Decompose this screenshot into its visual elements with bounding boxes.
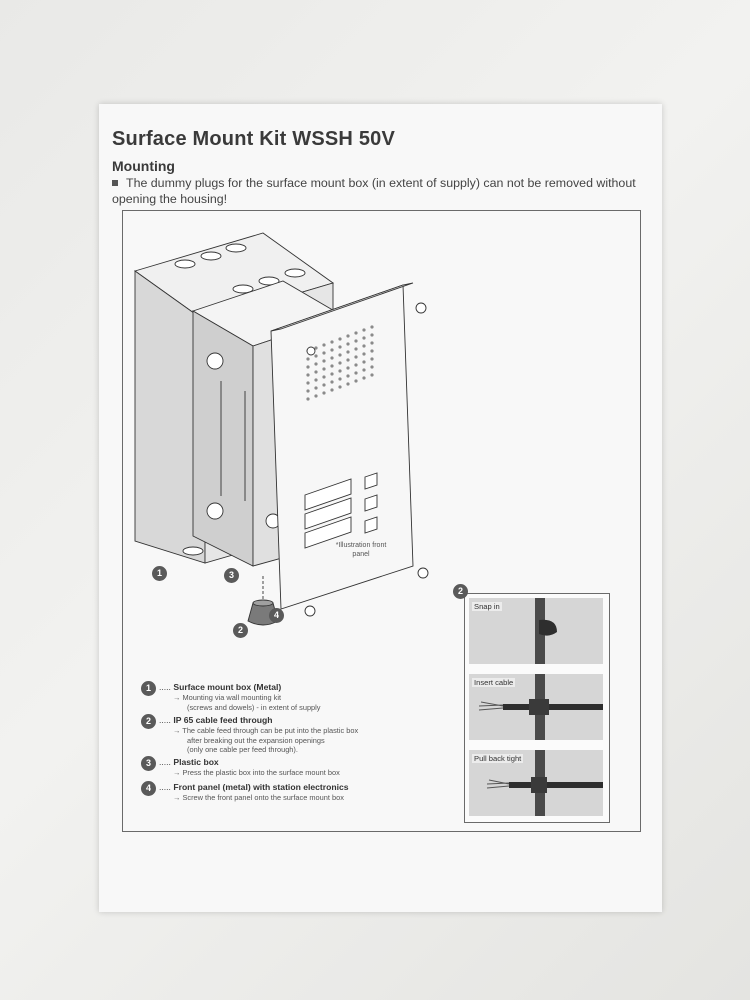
step-label: Snap in [472,602,502,611]
legend-title: ..... Front panel (metal) with station e… [159,782,349,792]
legend-number: 3 [141,756,156,771]
warning-note-text: The dummy plugs for the surface mount bo… [112,176,636,206]
exploded-assembly-drawing [133,232,429,626]
snap-in-photo: Snap in [469,598,603,664]
section-heading: Mounting [112,158,175,174]
legend-detail: after breaking out the expansion opening… [187,735,325,745]
cable-feed-inset: 2 Snap in Insert cable [453,584,610,823]
manual-page: Surface Mount Kit WSSH 50V Mounting The … [99,104,662,912]
legend-detail: → Screw the front panel onto the surface… [173,793,344,802]
step-label: Pull back tight [472,754,524,763]
legend-detail: → The cable feed through can be put into… [173,726,359,735]
callout-4: 4 [269,608,284,623]
callout-3: 3 [224,568,239,583]
callout-2: 2 [233,623,248,638]
legend-detail: (only one cable per feed through). [187,745,298,754]
legend-detail: → Mounting via wall mounting kit [173,693,282,702]
legend-detail: → Press the plastic box into the surface… [173,768,340,777]
legend-number: 2 [141,714,156,729]
legend-number: 4 [141,781,156,796]
legend-title: ..... IP 65 cable feed through [159,715,273,725]
figure-frame: *Illustration front panel 1 2 3 4 1 ....… [122,210,641,832]
insert-cable-photo: Insert cable [469,674,603,740]
bullet-icon [112,180,118,186]
legend-title: ..... Surface mount box (Metal) [159,682,282,692]
pull-back-photo: Pull back tight [469,750,603,816]
warning-note: The dummy plugs for the surface mount bo… [112,175,647,207]
legend-detail: (screws and dowels) - in extent of suppl… [187,702,321,712]
legend-number: 1 [141,681,156,696]
page-title: Surface Mount Kit WSSH 50V [112,128,396,150]
legend-title: ..... Plastic box [159,757,219,767]
inset-callout: 2 [453,584,468,599]
front-panel-caption: *Illustration front panel [335,542,387,558]
step-label: Insert cable [472,678,516,687]
callout-1: 1 [152,566,167,581]
